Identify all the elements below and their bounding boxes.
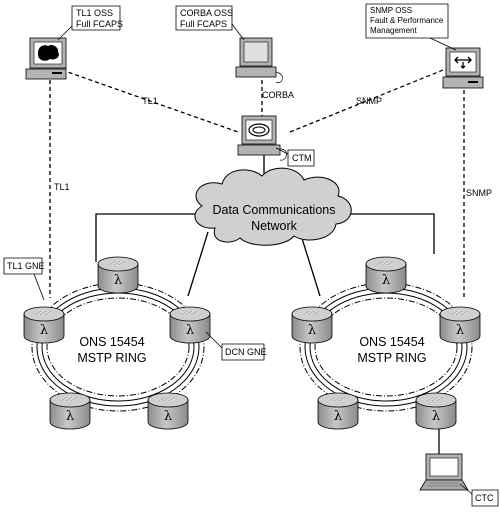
svg-text:λ: λ — [456, 323, 464, 338]
svg-text:λ: λ — [164, 409, 172, 424]
right-ring-node-bottom-left: λ — [317, 392, 359, 430]
dcn-cloud: Data Communications Network — [194, 167, 352, 246]
svg-text:λ: λ — [114, 273, 122, 288]
tl1-oss-ctm-link — [61, 69, 239, 133]
svg-text:Full FCAPS: Full FCAPS — [76, 19, 123, 29]
dcn-left-node-link — [187, 231, 209, 297]
ctc-laptop — [419, 453, 469, 491]
corba-oss-workstation — [235, 37, 283, 84]
svg-text:λ: λ — [382, 273, 390, 288]
right-ring-nodes: λ λ λ λ λ — [291, 256, 481, 430]
ctm-callout: CTM — [275, 147, 315, 167]
left-ring-node-bottom-right: λ — [147, 392, 189, 430]
svg-text:Full FCAPS: Full FCAPS — [180, 19, 227, 29]
svg-text:CORBA OSS: CORBA OSS — [180, 8, 233, 18]
dcn-right-gne-link — [318, 213, 435, 254]
right-ring-node-top: λ — [365, 256, 407, 294]
svg-text:CTM: CTM — [292, 153, 312, 163]
svg-text:λ: λ — [40, 323, 48, 338]
right-ring-node-bottom-right: λ — [415, 392, 457, 430]
svg-text:DCN GNE: DCN GNE — [225, 347, 267, 357]
right-ring-label-line1: ONS 15454 — [359, 335, 424, 349]
svg-text:λ: λ — [308, 323, 316, 338]
ctc-callout: CTC — [459, 483, 499, 507]
left-ring-node-dcn-gne: λ — [169, 306, 211, 344]
links — [49, 67, 465, 454]
svg-text:λ: λ — [432, 409, 440, 424]
tl1-link-label: TL1 — [142, 96, 158, 106]
svg-text:Fault & Performance: Fault & Performance — [370, 16, 444, 25]
svg-text:TL1 GNE: TL1 GNE — [7, 261, 45, 271]
left-ring-label-line1: ONS 15454 — [79, 335, 144, 349]
dcn-right-node-link — [299, 231, 321, 297]
dcn-left-gne-link — [95, 213, 218, 262]
right-ring-node-left: λ — [291, 306, 333, 344]
svg-text:λ: λ — [334, 409, 342, 424]
tl1-oss-callout: TL1 OSS Full FCAPS — [57, 5, 123, 41]
ctm-workstation — [237, 115, 287, 161]
cloud-label-line2: Network — [251, 219, 298, 233]
svg-text:λ: λ — [66, 409, 74, 424]
svg-text:TL1 OSS: TL1 OSS — [76, 8, 113, 18]
right-ring-node-snmp-gne: λ — [439, 306, 481, 344]
snmp-oss-callout: SNMP OSS Fault & Performance Management — [365, 3, 457, 51]
right-ring-label-line2: MSTP RING — [357, 351, 426, 365]
svg-text:SNMP OSS: SNMP OSS — [370, 6, 412, 15]
snmp-vertical-link-label: SNMP — [466, 188, 492, 198]
svg-text:λ: λ — [186, 323, 194, 338]
left-ring-node-top: λ — [97, 256, 139, 294]
corba-oss-callout: CORBA OSS Full FCAPS — [175, 5, 245, 41]
tl1-gne-callout: TL1 GNE — [3, 257, 45, 301]
snmp-oss-workstation — [442, 47, 484, 89]
cloud-label-line1: Data Communications — [213, 203, 336, 217]
svg-text:CTC: CTC — [475, 493, 494, 503]
corba-link-label: CORBA — [262, 90, 294, 100]
left-ring-node-bottom-left: λ — [49, 392, 91, 430]
left-ring-nodes: λ λ λ λ λ — [23, 256, 211, 430]
snmp-oss-ctm-link — [289, 67, 449, 133]
svg-text:Management: Management — [370, 26, 417, 35]
left-ring-label-line2: MSTP RING — [77, 351, 146, 365]
tl1-vertical-link-label: TL1 — [54, 182, 70, 192]
dcn-gne-callout: DCN GNE — [205, 331, 267, 361]
tl1-oss-workstation — [25, 37, 67, 80]
snmp-link-label: SNMP — [356, 96, 382, 106]
left-ring-node-tl1-gne: λ — [23, 306, 65, 344]
